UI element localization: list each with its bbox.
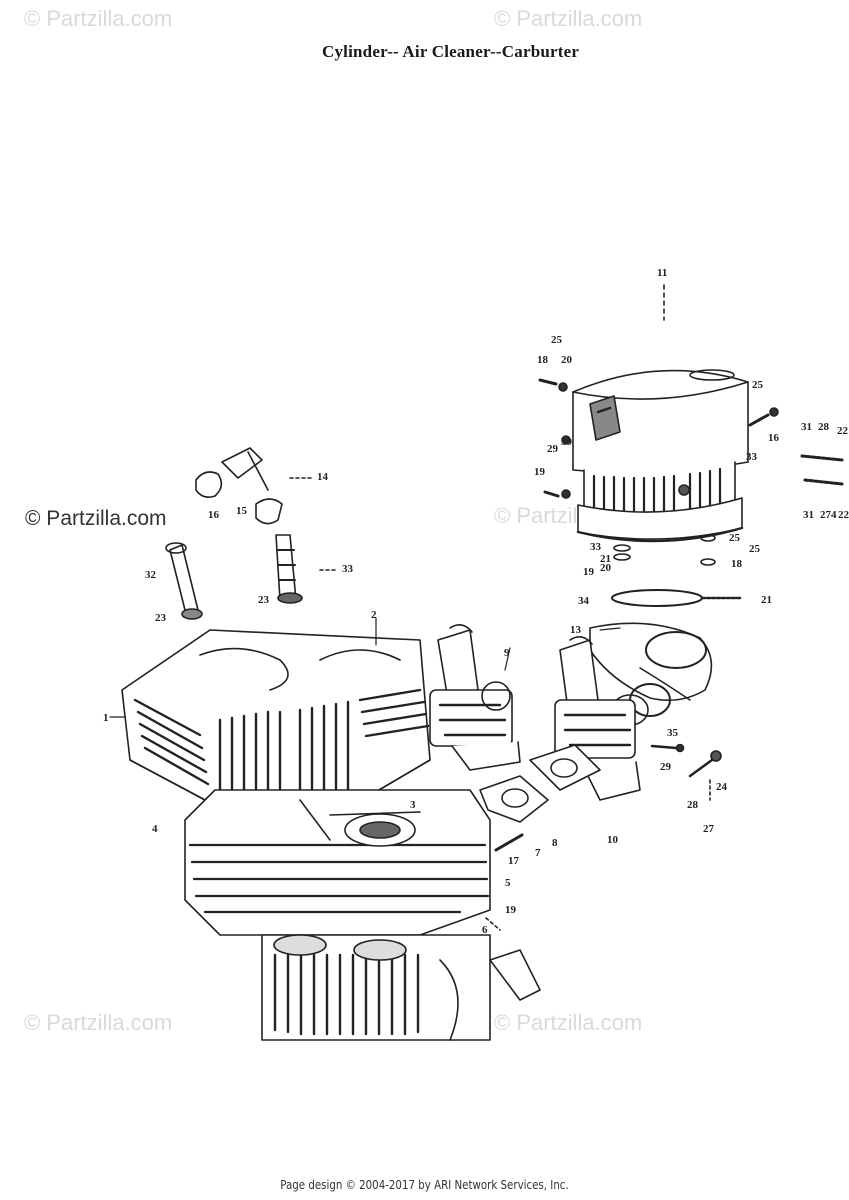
- intake-hose: [589, 622, 713, 726]
- callout-20-mid: 20: [600, 562, 612, 574]
- callout-16: 16: [768, 432, 780, 444]
- crankcase-upper: [261, 934, 541, 1041]
- callout-6: 6: [482, 924, 488, 936]
- callout-19-lower: 19: [505, 904, 517, 916]
- callout-32: 32: [145, 569, 157, 581]
- cylinder-head: [121, 629, 431, 811]
- callout-25-lower2: 25: [749, 543, 761, 555]
- callout-20-top: 20: [561, 354, 573, 366]
- callout-27: 27: [703, 823, 715, 835]
- callout-10: 10: [607, 834, 619, 846]
- callout-11: 11: [657, 267, 667, 279]
- callout-21-mid: 21: [600, 553, 611, 565]
- watermark-mid-left: © Partzilla.com: [25, 507, 167, 530]
- air-cleaner-case: [576, 497, 744, 543]
- callout-18-top: 18: [537, 354, 549, 366]
- callout-33-right: 33: [746, 451, 758, 463]
- callout-9-carb: 9: [504, 647, 510, 659]
- page-footer: Page design © 2004-2017 by ARI Network S…: [280, 1177, 569, 1192]
- callout-25-top: 25: [551, 334, 563, 346]
- callout-35: 35: [667, 727, 679, 739]
- callout-28-carb: 28: [687, 799, 699, 811]
- carburetor-left: [429, 624, 521, 771]
- callout-19-mid: 19: [583, 566, 595, 578]
- callout-15: 15: [236, 505, 248, 517]
- cleaner-washers: [613, 534, 716, 566]
- callout-17: 17: [508, 855, 520, 867]
- callout-19-left: 19: [534, 466, 546, 478]
- plug-caps: [195, 447, 283, 525]
- callout-21-right: 21: [761, 594, 772, 606]
- callout-22-top: 22: [837, 425, 849, 437]
- callout-30: 30: [561, 436, 573, 448]
- callout-1: 1: [103, 712, 109, 724]
- callout-7: 7: [535, 847, 541, 859]
- hose-clamp: [611, 589, 744, 607]
- air-cleaner-cover: [572, 369, 749, 474]
- callout-16-left: 16: [208, 509, 220, 521]
- air-cleaner-bolts-right: [748, 407, 844, 486]
- diagram-title: Cylinder-- Air Cleaner--Carburter: [322, 42, 580, 61]
- callout-31-top: 31: [801, 421, 812, 433]
- watermark-top-left: © Partzilla.com: [24, 6, 173, 31]
- watermark-bottom-left: © Partzilla.com: [24, 1010, 173, 1035]
- callout-13: 13: [570, 624, 582, 636]
- stud-pipe: [165, 542, 203, 620]
- callout-31-bottom: 31: [803, 509, 814, 521]
- callout-14: 14: [317, 471, 329, 483]
- callout-23-plug: 23: [258, 594, 270, 606]
- callout-23-left: 23: [155, 612, 167, 624]
- watermark-top-right: © Partzilla.com: [494, 6, 643, 31]
- air-cleaner-bolts-left: [538, 378, 571, 499]
- callout-28-top: 28: [818, 421, 830, 433]
- carb-side-bolts: [650, 743, 722, 801]
- watermark-bottom-right: © Partzilla.com: [494, 1010, 643, 1035]
- callout-33-plug: 33: [342, 563, 354, 575]
- leader-lines: [109, 617, 621, 718]
- callout-4: 4: [152, 823, 158, 835]
- callout-29-top: 29: [547, 443, 559, 455]
- callout-22-bottom: 22: [838, 509, 849, 521]
- callout-274: 274: [820, 509, 837, 521]
- callout-3: 3: [410, 799, 416, 811]
- callout-2: 2: [371, 609, 377, 621]
- intake-manifolds: [479, 744, 601, 823]
- callout-8: 8: [552, 837, 558, 849]
- manifold-bolt: [494, 833, 524, 852]
- callout-25-right: 25: [752, 379, 764, 391]
- callout-33-left: 33: [590, 541, 602, 553]
- callout-24: 24: [716, 781, 728, 793]
- callout-18-lower: 18: [731, 558, 743, 570]
- callout-34: 34: [578, 595, 590, 607]
- spark-plug: [275, 534, 303, 604]
- callout-5: 5: [505, 877, 511, 889]
- callout-25-lower: 25: [729, 532, 741, 544]
- callout-29-carb: 29: [660, 761, 672, 773]
- cylinder-block: [184, 789, 491, 936]
